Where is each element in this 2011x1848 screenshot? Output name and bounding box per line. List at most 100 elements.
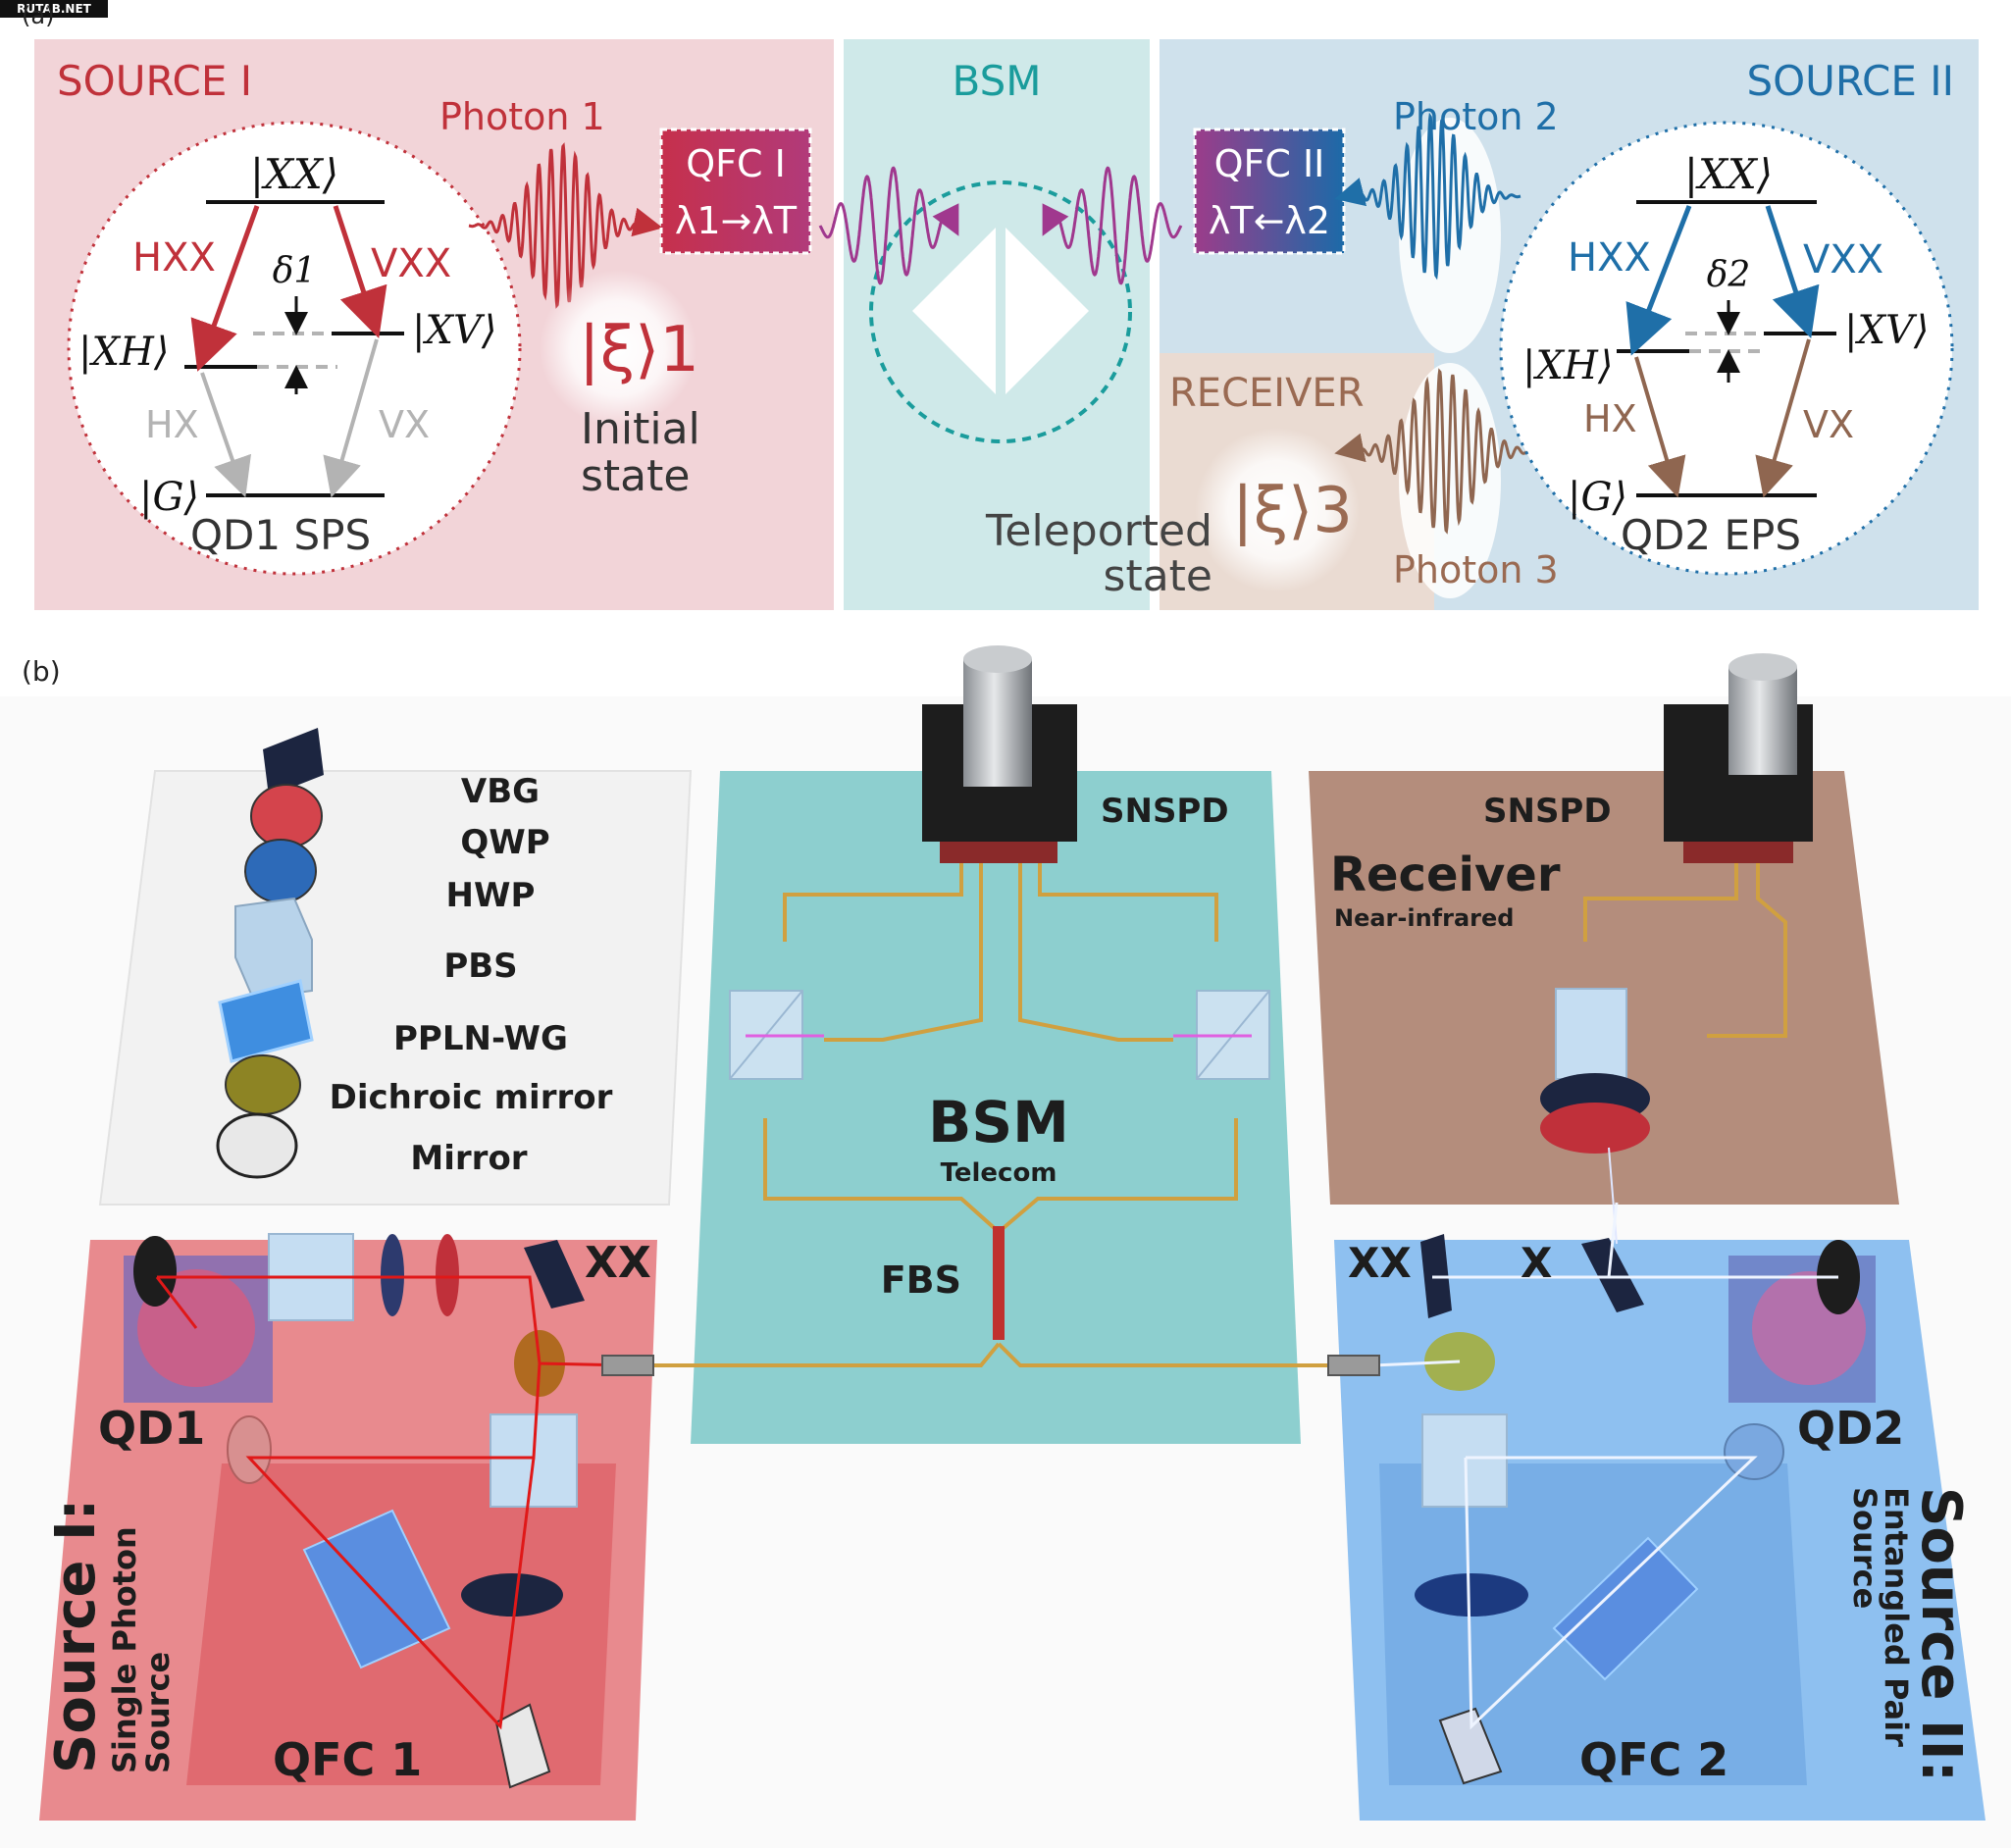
source1-vbg <box>524 1240 585 1309</box>
source2-xh-label: |XH⟩ <box>1522 343 1613 388</box>
fbs-icon <box>993 1226 1005 1340</box>
source1-lens <box>461 1573 563 1617</box>
source2-qd-label: QD2 EPS <box>1621 511 1801 559</box>
source2-xx-label: |XX⟩ <box>1684 150 1773 198</box>
source2-hxx-label: HXX <box>1568 235 1651 281</box>
source1-hx-label: HX <box>145 403 199 446</box>
snspd-bsm <box>922 645 1077 863</box>
receiver-fibers <box>1583 863 1787 1038</box>
bsm-panel <box>844 39 1150 610</box>
snspd-bsm-cylinder-top <box>963 645 1032 673</box>
ppln-wg-icon <box>218 979 314 1063</box>
bsm-title: BSM <box>953 57 1042 105</box>
source2-g-label: |G⟩ <box>1568 475 1627 520</box>
bsm-table <box>691 771 1301 1444</box>
bsm-fibers <box>628 863 1350 1367</box>
panel-b: (b) VBG QWP HWP PBS PPLN-WG Dichroic mirrorMi… <box>0 645 2011 1848</box>
legend-icons <box>216 728 324 1179</box>
source1-ppln-wg <box>302 1509 451 1669</box>
legend-label: PPLN-WG <box>393 1019 568 1058</box>
panel-b-label: (b) <box>22 655 61 688</box>
initial-state-label-2: state <box>581 451 690 501</box>
source1-mirror-bottom <box>494 1703 551 1789</box>
legend-label: VBG <box>461 772 540 811</box>
legend-label: Mirror <box>410 1139 527 1178</box>
source1-mirror-left <box>227 1415 272 1484</box>
legend-label: HWP <box>446 876 536 915</box>
dichroic-mirror-icon <box>225 1054 301 1115</box>
source1-fiber-connector <box>601 1355 654 1376</box>
snspd-receiver-cylinder <box>1728 667 1797 775</box>
source2-fiber-connector <box>1327 1355 1380 1376</box>
panel-a-label: (a) <box>22 2 54 29</box>
source2-side-title-main: Source II: <box>1909 1487 1973 1782</box>
source2-vxx-label: VXX <box>1803 237 1883 282</box>
beam-splitter-left <box>912 228 996 394</box>
snspd-bsm-cylinder <box>963 659 1032 787</box>
qwp-icon <box>250 784 323 848</box>
bsm-circle <box>869 180 1132 443</box>
mirror-icon <box>216 1112 298 1179</box>
watermark-box <box>0 0 108 18</box>
source2-circle <box>1499 121 1954 576</box>
legend-label: Dichroic mirror <box>330 1078 613 1117</box>
source2-lens <box>1415 1573 1528 1617</box>
photon3-wavepacket <box>1334 368 1541 535</box>
bsm-b-subtitle: Telecom <box>941 1158 1057 1188</box>
initial-state-label-1: Initial <box>581 404 700 454</box>
receiver-pbs <box>1555 988 1627 1080</box>
legend-label: PBS <box>443 947 517 986</box>
photon2-telecom-wave <box>1042 166 1183 285</box>
photon1-label: Photon 1 <box>439 95 605 138</box>
snspd-receiver-label: SNSPD <box>1483 792 1612 831</box>
source2-title: SOURCE II <box>1746 57 1954 105</box>
teleported-state-label-2: state <box>1104 551 1212 601</box>
legend-panel <box>98 770 693 1206</box>
snspd-receiver-cylinder-top <box>1728 653 1797 681</box>
receiver-b-subtitle: Near-infrared <box>1334 904 1514 932</box>
source1-side-title-main: Source I: <box>44 1499 108 1773</box>
legend-label: QWP <box>460 823 549 862</box>
teleported-state-label-1: Teleported <box>985 506 1212 556</box>
source1-title: SOURCE I <box>57 57 252 105</box>
pbs-icon <box>234 897 313 1001</box>
source2-hx-label: HX <box>1583 397 1637 440</box>
qfc1-box <box>659 128 812 255</box>
initial-state-glow <box>540 270 696 427</box>
qfc2-label-b: QFC 2 <box>1579 1733 1728 1786</box>
source1-level-diagram: |XX⟩ HXX VXX δ1 |XH⟩ |XV⟩ HX VX |G⟩ QD1 … <box>67 121 522 576</box>
snspd-bsm-base <box>940 842 1057 863</box>
qfc1-label-b: QFC 1 <box>273 1733 422 1786</box>
source2-side-title-sub2: Source <box>1846 1487 1883 1609</box>
source1-qwp <box>436 1234 459 1316</box>
qd2-label: QD2 <box>1797 1402 1904 1455</box>
source2-xx-label-b: XX <box>1348 1239 1412 1287</box>
source1-side-title-sub2: Source <box>139 1652 177 1773</box>
source1-side-title-sub1: Single Photon <box>106 1526 143 1773</box>
source2-x-label-b: X <box>1521 1239 1552 1287</box>
snspd-bsm-label: SNSPD <box>1101 792 1229 831</box>
photon3-label: Photon 3 <box>1393 548 1559 591</box>
qfc2-title: QFC II <box>1214 142 1325 185</box>
qfc1-conversion: λ1→λT <box>675 199 798 242</box>
source2-side-title: Source II: Entangled Pair Source <box>1846 1487 1973 1782</box>
source2-mirror-right <box>1724 1423 1784 1480</box>
source2-laser-path <box>1372 1202 1838 1730</box>
source2-delta-label: δ2 <box>1707 255 1751 295</box>
beam-splitter-right <box>1006 228 1089 394</box>
vbg-icon <box>263 728 324 796</box>
source1-vx-label: VX <box>379 403 430 446</box>
teleported-state-glow <box>1195 428 1360 592</box>
bsm-b-title: BSM <box>928 1089 1069 1155</box>
source1-circle <box>67 121 522 576</box>
source2-side-title-sub1: Entangled Pair <box>1878 1487 1915 1747</box>
photon1-telecom-wave <box>818 166 959 285</box>
receiver-waveplate-2 <box>1540 1103 1650 1154</box>
source1-g-label: |G⟩ <box>139 475 199 520</box>
source2-xv-label: |XV⟩ <box>1844 308 1929 353</box>
watermark: RUTAB.NET <box>17 2 91 16</box>
qfc2-conversion: λT←λ2 <box>1209 199 1330 242</box>
source2-x-mirror <box>1581 1238 1644 1312</box>
